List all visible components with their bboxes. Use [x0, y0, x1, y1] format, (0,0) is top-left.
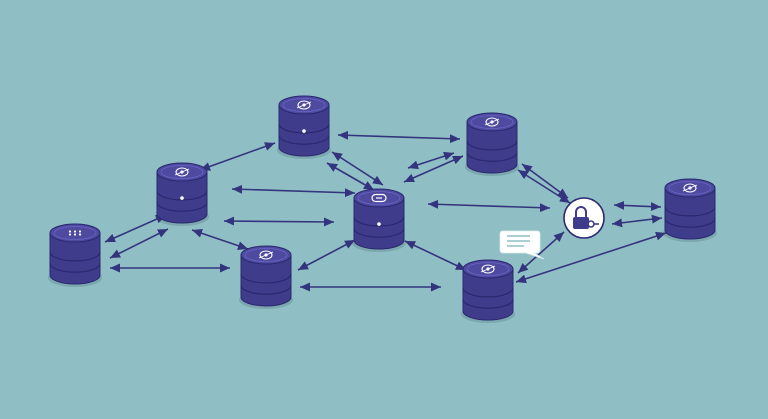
node-band	[49, 251, 101, 262]
dots-icon	[68, 230, 82, 236]
badges-layer	[499, 197, 605, 260]
bidirectional-arrow	[326, 162, 375, 191]
node-top-rim	[668, 181, 712, 195]
gear-icon	[258, 250, 274, 260]
bidirectional-arrow	[191, 228, 249, 251]
gear-icon	[484, 117, 500, 127]
bidirectional-arrow	[337, 130, 461, 144]
node-band	[240, 285, 292, 295]
gear-icon	[682, 183, 698, 193]
server-node	[465, 112, 519, 176]
bidirectional-arrow	[404, 240, 467, 271]
bidirectional-arrow	[199, 142, 276, 171]
chat-bubble-icon	[499, 230, 545, 260]
server-node	[155, 162, 209, 226]
node-band	[156, 202, 208, 212]
node-top-rim	[160, 165, 204, 179]
edges-layer	[104, 130, 667, 292]
bidirectional-arrow	[427, 199, 551, 213]
node-band	[466, 152, 518, 162]
lock-key-icon	[563, 197, 605, 239]
node-band	[664, 206, 716, 217]
chain-icon	[371, 193, 387, 203]
bidirectional-arrow	[515, 231, 667, 284]
node-top-rim	[466, 262, 510, 276]
bidirectional-arrow	[223, 216, 335, 227]
status-light	[302, 129, 306, 133]
server-node	[48, 223, 102, 287]
node-band	[466, 140, 518, 151]
node-band	[353, 228, 405, 238]
node-top-rim	[357, 191, 401, 205]
node-band	[156, 190, 208, 201]
node-band	[353, 216, 405, 227]
status-light	[180, 196, 184, 200]
nodes-layer	[48, 95, 717, 323]
server-node	[277, 95, 331, 159]
bidirectional-arrow	[297, 239, 356, 271]
gear-icon	[480, 264, 496, 274]
gear-icon	[296, 100, 312, 110]
bidirectional-arrow	[613, 200, 662, 212]
node-band	[240, 273, 292, 284]
server-node	[352, 188, 406, 252]
status-light	[377, 222, 381, 226]
server-node	[461, 259, 515, 323]
bidirectional-arrow	[407, 151, 455, 170]
bidirectional-arrow	[109, 228, 169, 259]
node-top-rim	[53, 226, 97, 240]
server-node	[239, 245, 293, 309]
node-top-rim	[244, 248, 288, 262]
node-top	[49, 223, 101, 243]
bidirectional-arrow	[611, 214, 663, 228]
node-top-rim	[470, 115, 514, 129]
node-band	[278, 135, 330, 145]
gear-icon	[174, 167, 190, 177]
server-node	[663, 178, 717, 242]
bidirectional-arrow	[231, 184, 356, 198]
node-band	[49, 263, 101, 273]
node-band	[462, 287, 514, 298]
bidirectional-arrow	[521, 163, 569, 199]
bidirectional-arrow	[517, 169, 571, 204]
node-band	[462, 299, 514, 309]
node-band	[664, 218, 716, 228]
node-band	[278, 123, 330, 134]
node-top-rim	[282, 98, 326, 112]
